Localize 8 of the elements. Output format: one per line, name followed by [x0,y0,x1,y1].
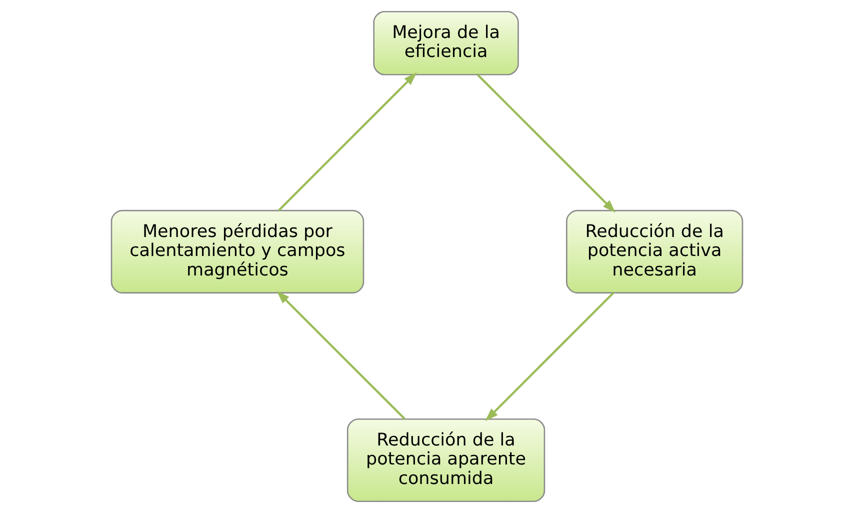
node-box: Reducción de la potencia aparente consumida [346,418,546,502]
node-box: Reducción de la potencia activa necesaria [566,210,744,294]
node-box: Mejora de la eficiencia [373,11,519,76]
arrow [485,292,614,422]
arrow [476,74,616,213]
arrow [278,72,417,212]
arrow [276,290,406,420]
node-box: Menores pérdidas por calentamiento y campos magnéticos [110,210,364,294]
